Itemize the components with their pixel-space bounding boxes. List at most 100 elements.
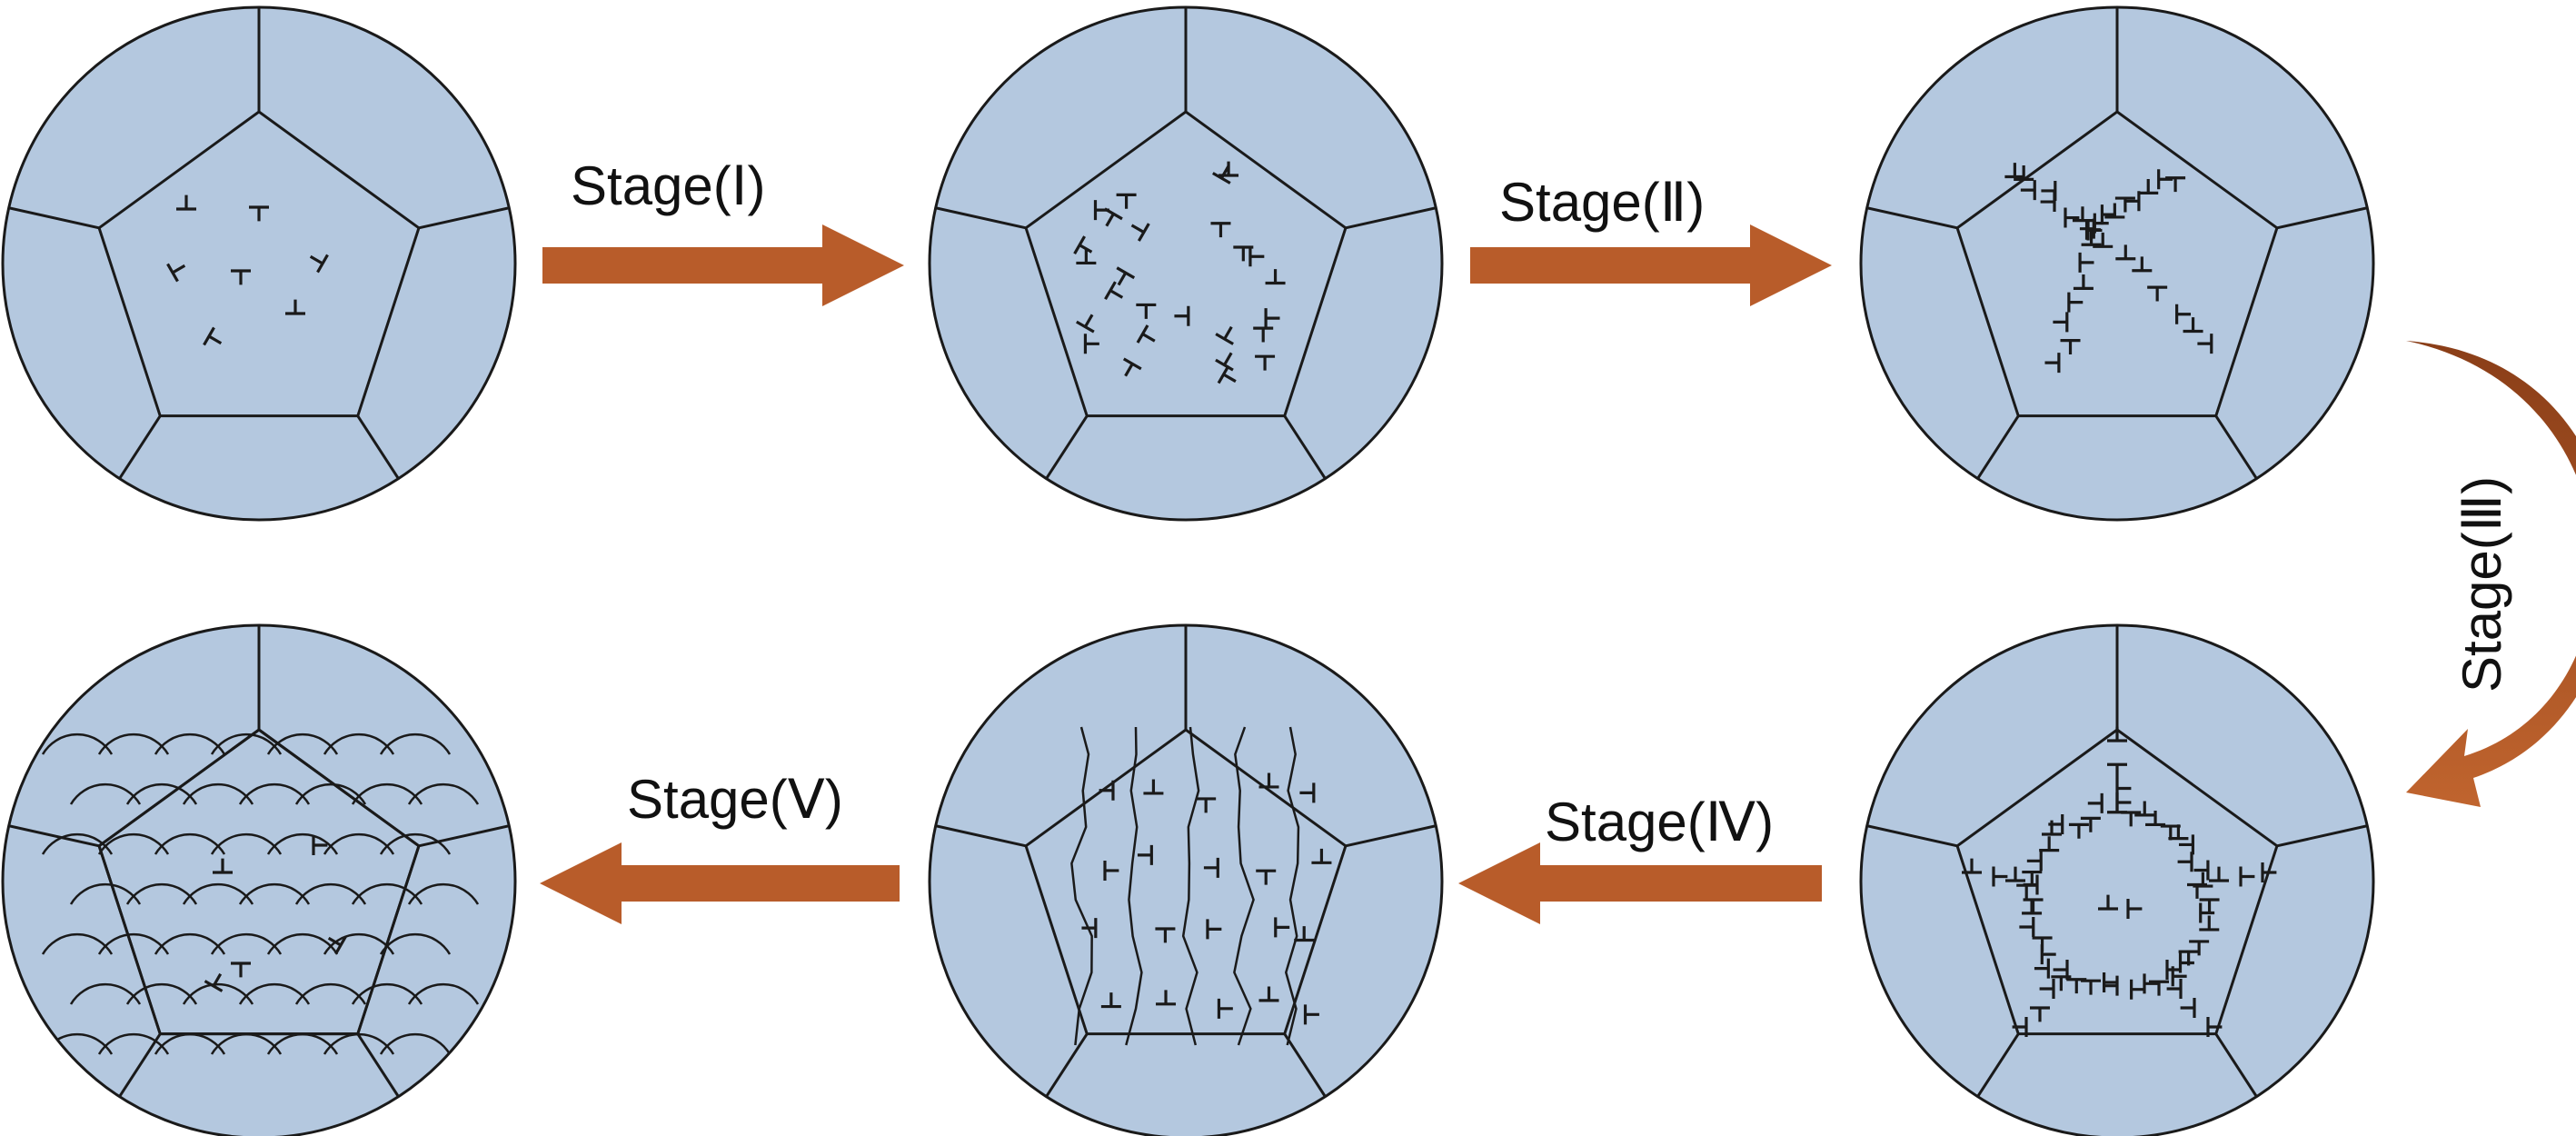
subgrain-wall [1125,726,1143,1046]
dislocation-mark [2023,898,2044,914]
dislocation-mark [231,962,251,978]
stage-label-5: Stage(Ⅴ) [627,769,843,830]
subgrain-wall [1233,726,1255,1046]
grain-boundary [1345,202,1442,230]
dislocation-mark [1256,869,1277,885]
dislocation-mark [1137,844,1153,865]
dislocation-mark [1992,866,2008,887]
dislocation-mark [1258,772,1279,789]
central-grain [97,110,421,418]
arrow-stage-1 [542,224,904,306]
dislocation-mark [2175,304,2192,324]
dislocation-mark [1215,325,1234,345]
dislocation-mark [2064,207,2080,228]
dislocation-mark [2199,915,2220,932]
grain-boundary [1861,820,1958,848]
dislocation-mark [1196,797,1217,813]
dislocation-mark [2080,816,2101,832]
dislocation-mark [249,205,269,222]
dislocation-mark [2020,180,2036,201]
dislocation-mark [1136,303,1157,319]
arrow-stage-5 [540,842,900,924]
cell-arc [407,783,480,805]
cell-arc [379,733,452,755]
central-grain-outline [97,728,421,1036]
dislocations [1073,161,1286,384]
dislocation-mark [2183,317,2203,334]
dislocation-mark [2019,916,2035,937]
dislocation-mark [1130,223,1150,242]
dislocation-mark [1083,334,1099,354]
dislocation-mark [1100,992,1121,1009]
dislocation-mark [1210,222,1231,238]
dislocation-mark [2166,979,2183,999]
stage-5-grain [1,623,517,1136]
cell-arc [379,833,452,855]
dislocation-mark [2178,834,2194,855]
dislocation-mark [2026,851,2043,872]
dislocation-mark [1156,990,1177,1006]
dislocations [1962,726,2277,1037]
dislocation-mark [231,269,251,285]
dislocation-mark [2199,898,2220,914]
dislocation-mark [2072,206,2093,223]
dislocation-mark [1299,782,1316,803]
dislocation-mark [2093,232,2114,248]
dislocation-mark [2081,230,2102,246]
dislocation-mark [2168,824,2189,841]
dislocation-mark [2187,882,2207,899]
dislocation-mark [2098,894,2118,911]
dislocation-mark [2067,292,2084,313]
dislocation-mark [1255,354,1276,371]
dislocation-mark [309,254,329,274]
dislocation-mark [2039,979,2055,999]
dislocations [2004,163,2213,374]
central-grain [1024,728,1348,1036]
dislocation-mark [166,263,186,283]
subgrain-wall [1070,726,1093,1046]
dislocation-mark [1294,926,1315,942]
dislocation-mark [285,299,305,315]
dislocation-mark [1073,235,1093,254]
arrow-stage-4 [1458,842,1822,924]
dislocation-mark [1104,207,1123,227]
dislocation-mark [2087,792,2104,813]
dislocation-mark [1116,266,1136,286]
stage-3-grain [1859,623,2375,1136]
stage-label-3: Stage(Ⅲ) [2452,476,2512,693]
dislocation-mark [1076,314,1095,334]
dislocation-mark [1258,986,1279,1002]
cell-arc [379,1033,452,1055]
dislocation-mark [1212,164,1231,184]
dislocation-mark [1206,919,1222,940]
grain-panels [1,5,2375,1136]
dislocation-mark [2107,726,2127,742]
dislocation-mark [2115,244,2136,261]
dislocation-mark [1274,917,1290,938]
dislocation-mark [1099,780,1115,801]
dislocation-mark [2107,798,2127,814]
dislocation-mark [2066,978,2087,994]
stage-label-4: Stage(Ⅳ) [1545,792,1774,852]
grain-boundary [2276,202,2373,230]
stage-4-grain [928,623,1444,1136]
dislocation-mark [2107,762,2127,779]
stage-label-1: Stage(Ⅰ) [571,155,765,216]
dislocation-mark [2199,902,2215,923]
dislocation-mark [1248,246,1265,267]
dislocation-mark [1155,927,1176,943]
dislocation-mark [2012,1017,2028,1037]
grain-boundary [3,820,100,848]
dislocation-mark [2004,163,2025,179]
dislocation-mark [1264,308,1280,329]
dislocation-mark [2104,203,2125,219]
dislocation-mark [2060,339,2081,355]
central-grain [1955,110,2279,418]
dislocation-mark [2193,860,2210,881]
dislocation-mark [2034,958,2050,979]
dislocation-mark [2032,936,2053,952]
dislocation-mark [1311,848,1332,864]
dislocation-mark [1962,858,1982,874]
dislocation-mark [2068,822,2089,839]
dislocation-mark [2134,801,2155,817]
